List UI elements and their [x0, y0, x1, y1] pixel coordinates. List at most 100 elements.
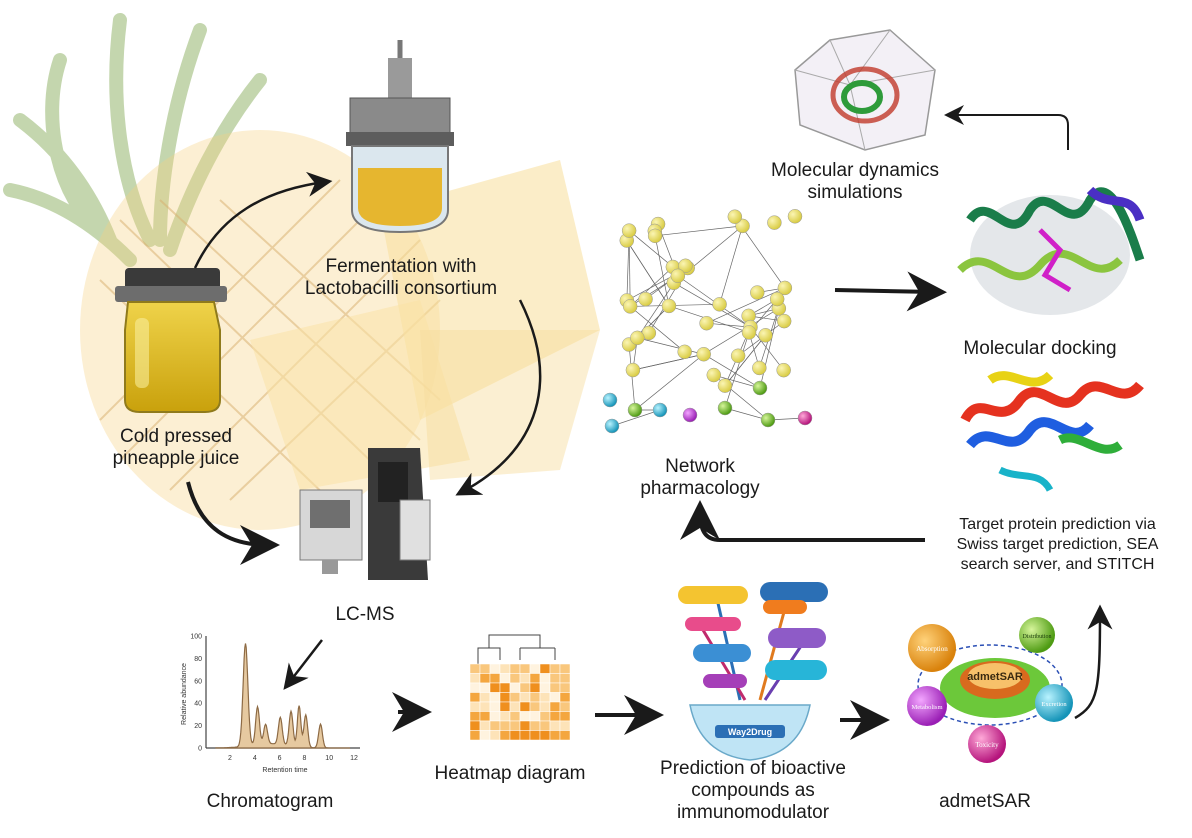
chromatogram-xtick: 10 — [325, 755, 333, 762]
chromatogram-ytick: 40 — [194, 701, 202, 708]
admetsar-center-label: admetSAR — [967, 671, 1023, 683]
arrow-target-to-network — [680, 500, 925, 542]
network-edge — [655, 225, 743, 237]
heatmap-cell — [509, 711, 521, 722]
network-node — [769, 291, 785, 307]
network-node — [627, 402, 643, 418]
heatmap-cell — [529, 720, 541, 731]
way2drug-tag-mechanisms — [768, 628, 826, 648]
juice-jar-illustration — [115, 268, 227, 413]
arrow-juice-to-lcms — [186, 481, 280, 565]
chromatogram-ytick: 20 — [194, 723, 202, 730]
network-node — [625, 362, 641, 378]
network-node — [696, 346, 711, 362]
heatmap-cell — [479, 663, 491, 674]
heatmap-cell — [559, 692, 571, 703]
heatmap-cell — [559, 711, 571, 722]
network-edge — [724, 332, 750, 409]
network-edge — [703, 308, 780, 355]
heatmap-cell — [509, 663, 521, 674]
label-molecular-dynamics: Molecular dynamics simulations — [771, 160, 939, 203]
heatmap-cell — [489, 730, 501, 741]
heatmap-cell — [489, 692, 501, 703]
heatmap-cell — [479, 711, 491, 722]
heatmap-cell — [529, 663, 541, 674]
heatmap-cell — [499, 720, 511, 731]
heatmap-cell — [469, 673, 481, 684]
heatmap-plot — [469, 634, 571, 741]
heatmap-cell — [489, 701, 501, 712]
heatmap-cell — [509, 682, 521, 693]
network-node — [652, 402, 668, 418]
heatmap-cell — [539, 663, 551, 674]
molecular-dynamics-box — [794, 29, 936, 151]
network-node — [776, 313, 792, 329]
chromatogram-ytick: 0 — [198, 746, 202, 753]
chromatogram-xtick: 8 — [302, 755, 306, 762]
heatmap-cell — [559, 663, 571, 674]
heatmap-cell — [549, 692, 561, 703]
heatmap-cell — [469, 663, 481, 674]
network-node — [670, 268, 686, 284]
chromatogram-ytick: 80 — [194, 656, 202, 663]
heatmap-cell — [479, 720, 491, 731]
heatmap-cell — [539, 682, 551, 693]
heatmap-cell — [539, 730, 551, 741]
network-node — [602, 392, 618, 408]
heatmap-cell — [519, 692, 531, 703]
network-node — [604, 418, 620, 434]
heatmap-cell — [509, 730, 521, 741]
heatmap-cell — [469, 730, 481, 741]
way2drug-tag-metabolism — [685, 617, 741, 631]
molecular-docking-protein — [957, 186, 1145, 315]
heatmap-cell — [559, 701, 571, 712]
network-edge — [637, 337, 704, 355]
way2drug-tag-pharmacological — [678, 586, 748, 604]
heatmap-cell — [479, 682, 491, 693]
label-cold-pressed-juice: Cold pressed pineapple juice — [112, 426, 240, 469]
heatmap-cell — [469, 711, 481, 722]
heatmap-cell — [539, 711, 551, 722]
heatmap-cell — [499, 711, 511, 722]
network-node — [750, 285, 765, 300]
chromatogram-xtick: 4 — [253, 755, 257, 762]
heatmap-cell — [539, 692, 551, 703]
admetsar-node-excretion — [1035, 684, 1073, 722]
admetsar-node-label-metabolism: Metabolism — [911, 704, 942, 711]
network-edge — [706, 322, 751, 328]
heatmap-cell — [499, 682, 511, 693]
network-node — [677, 344, 692, 360]
admetsar-node-label-absorption: Absorption — [916, 645, 948, 653]
heatmap-cell — [509, 720, 521, 731]
admetsar-node-label-toxicity: Toxicity — [975, 741, 999, 749]
lcms-instrument-illustration — [299, 448, 431, 580]
heatmap-cell — [549, 711, 561, 722]
heatmap-cell — [519, 711, 531, 722]
arrow-juice-to-fermentation — [193, 171, 333, 269]
heatmap-cell — [519, 673, 531, 684]
heatmap-cell — [549, 720, 561, 731]
heatmap-cell — [519, 663, 531, 674]
chromatogram-xtick: 12 — [350, 755, 358, 762]
arrow-docking-to-md — [944, 105, 1069, 150]
chromatogram-xtick: 2 — [228, 755, 232, 762]
heatmap-cell — [489, 711, 501, 722]
network-edge — [724, 407, 769, 421]
heatmap-cell — [469, 682, 481, 693]
network-node — [630, 330, 645, 346]
admetsar-node-toxicity — [968, 725, 1006, 763]
network-edge — [628, 344, 636, 411]
network-edge — [713, 374, 761, 389]
heatmap-cell — [489, 663, 501, 674]
network-node — [621, 223, 637, 238]
heatmap-cell — [489, 673, 501, 684]
heatmap-cell — [559, 673, 571, 684]
network-edge — [719, 225, 743, 305]
network-edge — [629, 306, 685, 353]
heatmap-cell — [479, 673, 491, 684]
network-edge — [626, 240, 670, 307]
network-node — [706, 367, 722, 383]
heatmap-cell — [549, 701, 561, 712]
